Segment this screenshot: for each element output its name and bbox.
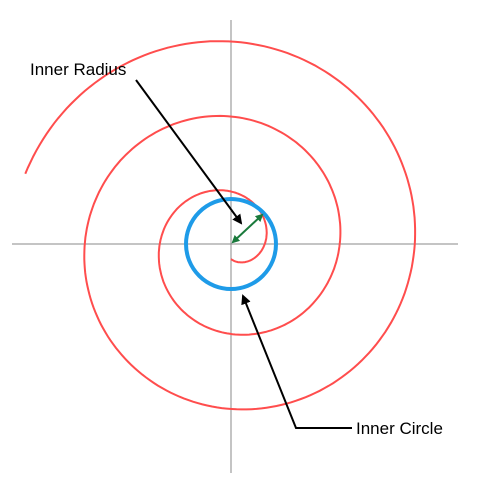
inner-radius-callout bbox=[135, 79, 243, 225]
inner-circle-label: Inner Circle bbox=[356, 419, 443, 438]
inner-circle bbox=[184, 197, 278, 291]
inner-circle-callout bbox=[241, 294, 352, 429]
spiral-curve bbox=[24, 40, 417, 411]
inner-radius-arrow bbox=[231, 213, 264, 244]
inner-radius-label: Inner Radius bbox=[30, 60, 127, 79]
